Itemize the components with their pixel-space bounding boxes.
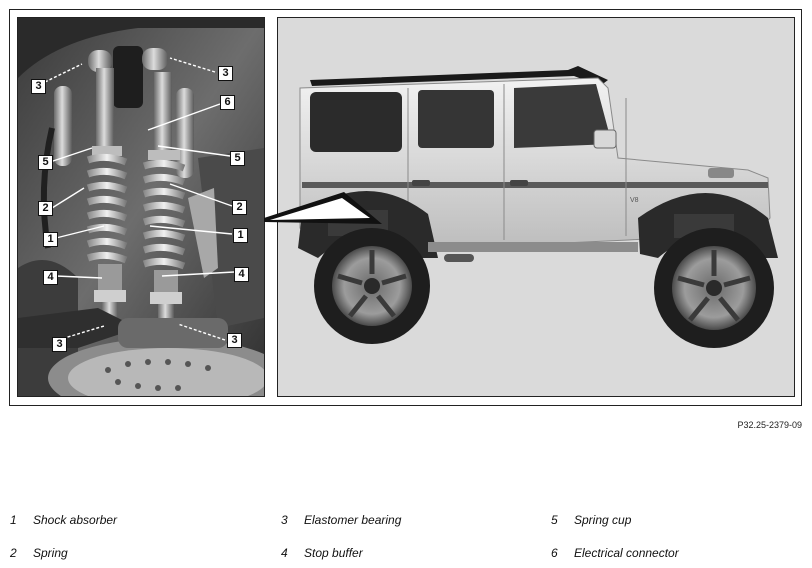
legend-number: 4	[281, 546, 288, 560]
legend-item-3: 3 Elastomer bearing	[281, 513, 501, 529]
callout-3-bottom-right: 3	[227, 333, 242, 348]
legend-item-1: 1 Shock absorber	[10, 513, 230, 529]
figure-reference: P32.25-2379-09	[737, 420, 802, 430]
legend-number: 6	[551, 546, 558, 560]
vehicle-badge-text: V8	[630, 197, 639, 204]
legend-item-5: 5 Spring cup	[551, 513, 791, 529]
suspension-detail-photo	[17, 17, 265, 397]
vehicle-photo: V8	[277, 17, 795, 397]
callout-1-right: 1	[233, 228, 248, 243]
legend-number: 5	[551, 513, 558, 527]
legend-number: 2	[10, 546, 17, 560]
callout-6: 6	[220, 95, 235, 110]
callout-2-right: 2	[232, 200, 247, 215]
callout-4-right: 4	[234, 267, 249, 282]
leader-lines	[44, 57, 226, 341]
legend-item-4: 4 Stop buffer	[281, 546, 501, 562]
legend-label: Elastomer bearing	[304, 513, 402, 527]
callout-5-left: 5	[38, 155, 53, 170]
legend-number: 1	[10, 513, 17, 527]
legend-label: Shock absorber	[33, 513, 118, 527]
callout-3-top-left: 3	[31, 79, 46, 94]
legend-number: 3	[281, 513, 288, 527]
legend-label: Stop buffer	[304, 546, 363, 560]
callout-4-left: 4	[43, 270, 58, 285]
legend-label: Spring cup	[574, 513, 632, 527]
legend-item-6: 6 Electrical connector	[551, 546, 791, 562]
callout-3-top-right: 3	[218, 66, 233, 81]
legend-item-2: 2 Spring	[10, 546, 230, 562]
callout-5-right: 5	[230, 151, 245, 166]
legend-label: Electrical connector	[574, 546, 679, 560]
callout-1-left: 1	[43, 232, 58, 247]
callout-2-left: 2	[38, 201, 53, 216]
legend-label: Spring	[33, 546, 68, 560]
callout-3-bottom-left: 3	[52, 337, 67, 352]
